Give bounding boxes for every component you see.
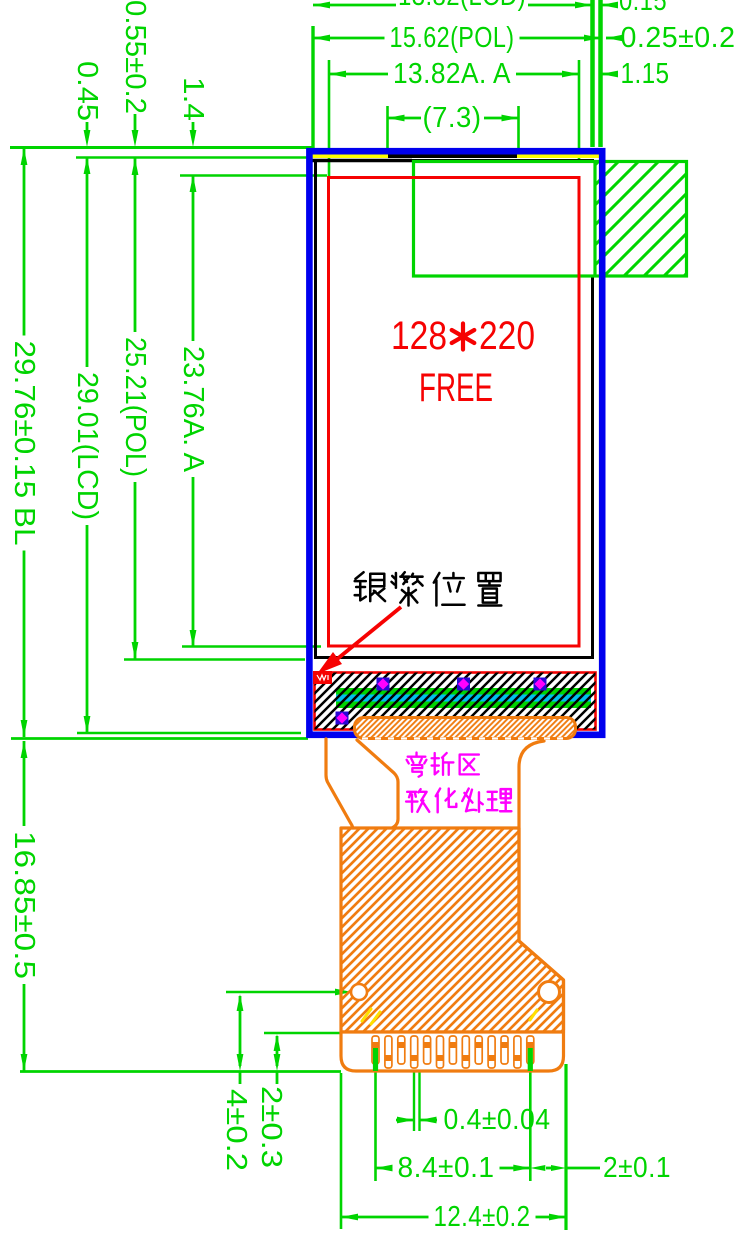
svg-text:15.62(POL): 15.62(POL)	[390, 22, 515, 54]
svg-text:23.76A. A: 23.76A. A	[177, 346, 209, 473]
svg-text:4±0.2: 4±0.2	[220, 1089, 252, 1171]
svg-text:12.4±0.2: 12.4±0.2	[434, 1201, 531, 1233]
svg-text:2±0.1: 2±0.1	[603, 1152, 671, 1184]
svg-text:16.85±0.5: 16.85±0.5	[8, 831, 40, 979]
svg-text:220: 220	[479, 314, 535, 358]
svg-text:0.55±0.2: 0.55±0.2	[119, 0, 151, 114]
svg-text:25.21(POL): 25.21(POL)	[119, 337, 151, 477]
svg-text:2±0.3: 2±0.3	[255, 1086, 287, 1168]
svg-text:8.4±0.1: 8.4±0.1	[398, 1152, 495, 1184]
svg-text:0.15: 0.15	[619, 0, 667, 17]
svg-text:13.82(LCD): 13.82(LCD)	[398, 0, 526, 12]
svg-text:1.4: 1.4	[177, 77, 209, 121]
svg-text:0.25±0.2: 0.25±0.2	[621, 22, 736, 54]
svg-text:29.76±0.15 BL: 29.76±0.15 BL	[8, 341, 40, 546]
svg-text:1.15: 1.15	[621, 58, 670, 90]
svg-text:0.4±0.04: 0.4±0.04	[444, 1104, 551, 1136]
svg-text:29.01(LCD): 29.01(LCD)	[71, 372, 103, 520]
svg-text:FREE: FREE	[419, 366, 493, 410]
svg-text:128: 128	[391, 314, 447, 358]
svg-text:(7.3): (7.3)	[423, 102, 482, 134]
svg-text:0.45: 0.45	[71, 61, 103, 121]
svg-text:13.82A. A: 13.82A. A	[393, 58, 511, 90]
